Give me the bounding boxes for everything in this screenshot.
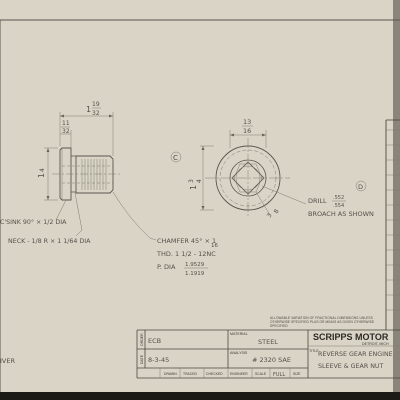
hex-dim-line: [255, 191, 271, 216]
drill-frac-b: .554: [333, 203, 344, 209]
note-d-letter: D: [358, 183, 363, 191]
drawn-code: ECB: [148, 337, 161, 345]
analysis-label: ANALYSIS: [230, 351, 248, 355]
drill-leader: [261, 185, 307, 205]
width-num: 13: [243, 118, 251, 126]
head-length-num: 11: [62, 120, 70, 127]
hex-dim-den: 8: [273, 208, 281, 215]
dark-bottom-edge: [0, 392, 400, 400]
csink-note: C'SINK 90° × 1/2 DIA: [0, 218, 67, 226]
head-length-den: 32: [62, 128, 70, 135]
overall-length-num: 19: [92, 101, 100, 108]
csink-leader: [55, 199, 67, 221]
title-line-1: REVERSE GEAR ENGINE: [318, 351, 393, 358]
chamfer-leader: [112, 191, 157, 241]
company-name: SCRIPPS MOTOR: [313, 332, 389, 342]
drill-note: DRILL: [308, 197, 327, 205]
overall-length-den: 32: [92, 110, 100, 117]
material-label: MATERIAL: [230, 332, 248, 336]
footer-scale: SCALE: [255, 372, 267, 376]
title-line-2: SLEEVE & GEAR NUT: [318, 363, 384, 370]
broach-note: BROACH AS SHOWN: [308, 210, 374, 218]
thread-hatching: [81, 159, 107, 190]
date-value: 8-3-45: [148, 356, 169, 364]
bottom-left-text: IVER: [0, 357, 15, 365]
chamfer-note: CHAMFER 45° × 1: [157, 237, 216, 245]
side-view: 1 19 32 11 32 1 4 C'SINK 90° × 1/2 DIA N…: [0, 101, 157, 245]
drawing-border: [0, 19, 400, 392]
center-mark-circle: [170, 151, 182, 163]
order-label: ORDER: [140, 333, 144, 346]
tolerance-stamp: ALLOWABLE VARIATION OF FRACTIONAL DIMENS…: [270, 316, 375, 328]
drill-frac-a: .552: [333, 195, 344, 201]
footer-scale-value: FULL: [273, 372, 285, 378]
front-diameter-whole: 1: [189, 185, 198, 190]
front-view: 13 16 1 3 4 C 3 8 DRILL .552 .554 BROACH…: [170, 118, 374, 219]
title-block: ORDER DATE ECB 8-3-45 MATERIAL STEEL ANA…: [136, 329, 400, 379]
neck-note: NECK - 1/8 R × 1 1/64 DIA: [8, 238, 91, 245]
title-label: TITLE: [309, 349, 319, 353]
date-label: DATE: [140, 354, 144, 364]
material-value: STEEL: [258, 338, 278, 346]
front-diameter-num: 3: [188, 179, 195, 183]
chamfer-note-frac: 16: [211, 243, 218, 249]
head-diameter-frac: 4: [39, 168, 46, 172]
footer-traced: TRACED: [183, 372, 197, 376]
center-mark-letter: C: [173, 154, 178, 162]
footer-drawn: DRAWN: [164, 372, 177, 376]
pitch-dia-upper: 1.9529: [185, 262, 205, 268]
note-d-circle: [355, 180, 367, 192]
side-view-neck: [71, 155, 76, 193]
footer-engineer: ENGINEER: [230, 372, 248, 376]
analysis-value: # 2320 SAE: [252, 356, 291, 364]
overall-length-whole: 1: [86, 105, 91, 114]
neck-leader: [74, 192, 83, 231]
footer-size: SIZE: [293, 372, 301, 376]
width-den: 16: [243, 127, 251, 135]
thread-notes: CHAMFER 45° × 1 16 THD. 1 1/2 - 12NC P. …: [156, 237, 218, 277]
pitch-dia-lower: 1.1919: [185, 271, 205, 277]
right-binding-shadow: [393, 0, 400, 392]
pitch-dia-label: P. DIA: [157, 263, 176, 271]
head-diameter-whole: 1: [37, 173, 46, 178]
company-city: DETROIT, MICH: [362, 342, 389, 346]
hex-dim-num: 3: [266, 212, 274, 219]
side-view-body: [75, 155, 114, 194]
footer-checked: CHECKED: [206, 372, 223, 376]
front-diameter-den: 4: [196, 179, 203, 183]
revision-table: [386, 119, 400, 311]
thread-spec-note: THD. 1 1/2 - 12NC: [156, 250, 216, 258]
